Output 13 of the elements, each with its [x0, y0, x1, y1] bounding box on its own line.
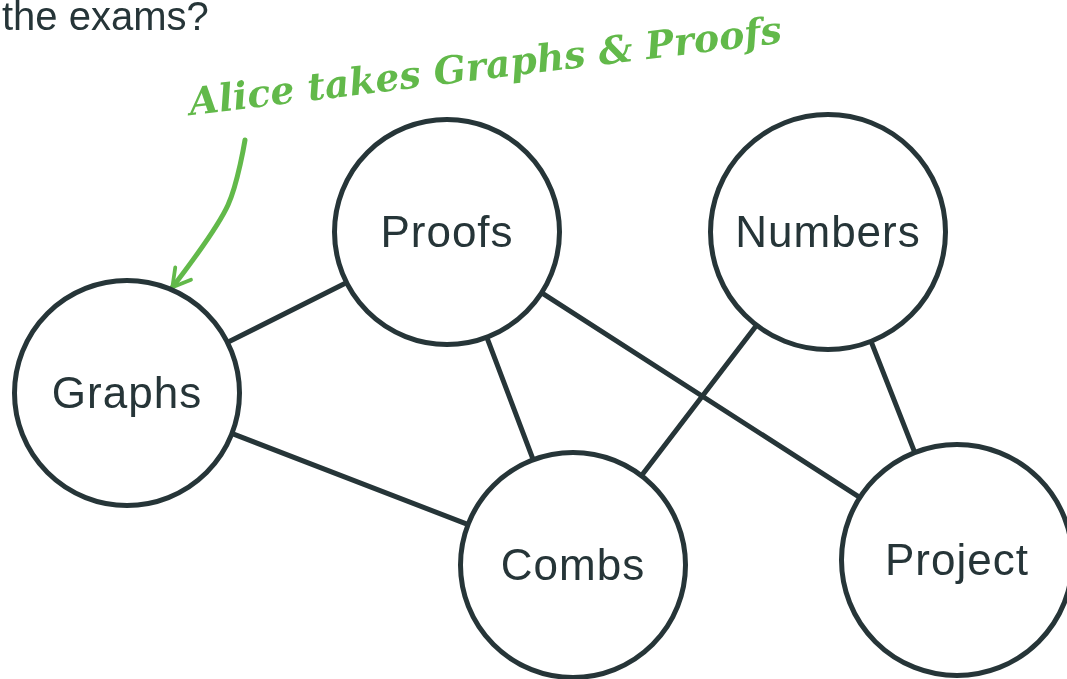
course-name: Proofs	[380, 207, 514, 257]
edge-line	[485, 337, 535, 460]
edge-line	[869, 341, 917, 453]
edge-line	[227, 281, 347, 344]
course-name: Project	[885, 535, 1029, 585]
edge-line	[541, 291, 861, 499]
edge-line	[640, 324, 758, 477]
course-name: Numbers	[735, 207, 921, 257]
edge-line	[231, 431, 469, 527]
course-name: Graphs	[51, 368, 203, 418]
edge-line	[169, 137, 248, 290]
question-text: the exams?	[2, 0, 209, 39]
course-name: Combs	[500, 540, 646, 590]
